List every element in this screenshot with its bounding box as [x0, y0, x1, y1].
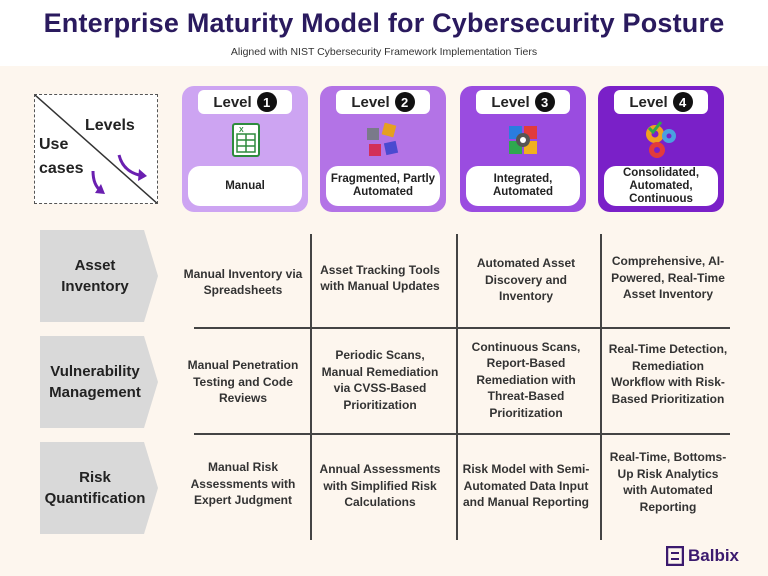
cell-asset-level-2: Asset Tracking Tools with Manual Updates	[320, 262, 440, 294]
cell-vuln-level-4: Real-Time Detection, Remediation Workflo…	[608, 342, 728, 406]
brand-logo: Balbix	[666, 546, 739, 566]
chevron-shape	[40, 442, 158, 534]
page-subtitle: Aligned with NIST Cybersecurity Framewor…	[230, 46, 538, 58]
page-title: Enterprise Maturity Model for Cybersecur…	[43, 8, 725, 38]
arrow-right-icon	[117, 154, 140, 177]
chevron-shape	[40, 230, 158, 322]
cell-risk-level-4: Real-Time, Bottoms-Up Risk Analytics wit…	[609, 450, 727, 514]
level-2-label: Fragmented, Partly Automated	[326, 166, 440, 206]
cell-asset-level-3: Automated Asset Discovery and Inventory	[476, 256, 576, 304]
gears-check-icon	[646, 121, 676, 158]
use-case-label-asset-inventory: Asset Inventory	[40, 230, 158, 322]
cell-vuln-level-3: Continuous Scans, Report-Based Remediati…	[471, 339, 581, 420]
diagonal-divider	[35, 95, 157, 203]
grid-divider	[456, 234, 458, 540]
level-3-label: Integrated, Automated	[466, 166, 580, 206]
use-case-label-vulnerability-management: Vulnerability Management	[40, 336, 158, 428]
spreadsheet-icon: X	[232, 123, 260, 157]
axis-legend-box: Levels Use cases	[34, 94, 158, 204]
levels-axis-label: Levels	[85, 117, 135, 134]
puzzle-icon	[367, 122, 399, 156]
cell-asset-level-1: Manual Inventory via Spreadsheets	[183, 266, 303, 298]
brand-name: Balbix	[688, 546, 740, 565]
level-4-label: Consolidated, Automated, Continuous	[604, 166, 718, 206]
grid-divider	[310, 234, 312, 540]
grid-divider	[600, 234, 602, 540]
use-case-label-risk-quantification: Risk Quantification	[40, 442, 158, 534]
cell-asset-level-4: Comprehensive, AI-Powered, Real-Time Ass…	[611, 254, 725, 302]
header: Enterprise Maturity Model for Cybersecur…	[0, 0, 768, 66]
grid-divider	[194, 327, 730, 329]
grid-divider	[194, 433, 730, 435]
cell-risk-level-2: Annual Assessments with Simplified Risk …	[319, 462, 441, 510]
cell-vuln-level-1: Manual Penetration Testing and Code Revi…	[187, 358, 299, 406]
svg-text:X: X	[239, 127, 244, 134]
cell-risk-level-1: Manual Risk Assessments with Expert Judg…	[190, 460, 296, 508]
cell-risk-level-3: Risk Model with Semi-Automated Data Inpu…	[462, 462, 590, 510]
chevron-shape	[40, 336, 158, 428]
use-cases-axis-label: Use cases	[39, 136, 84, 177]
balbix-logo-icon	[666, 546, 684, 566]
level-1-label: Manual	[188, 166, 302, 206]
cell-vuln-level-2: Periodic Scans, Manual Remediation via C…	[321, 348, 439, 412]
gear-puzzle-icon	[509, 126, 537, 154]
